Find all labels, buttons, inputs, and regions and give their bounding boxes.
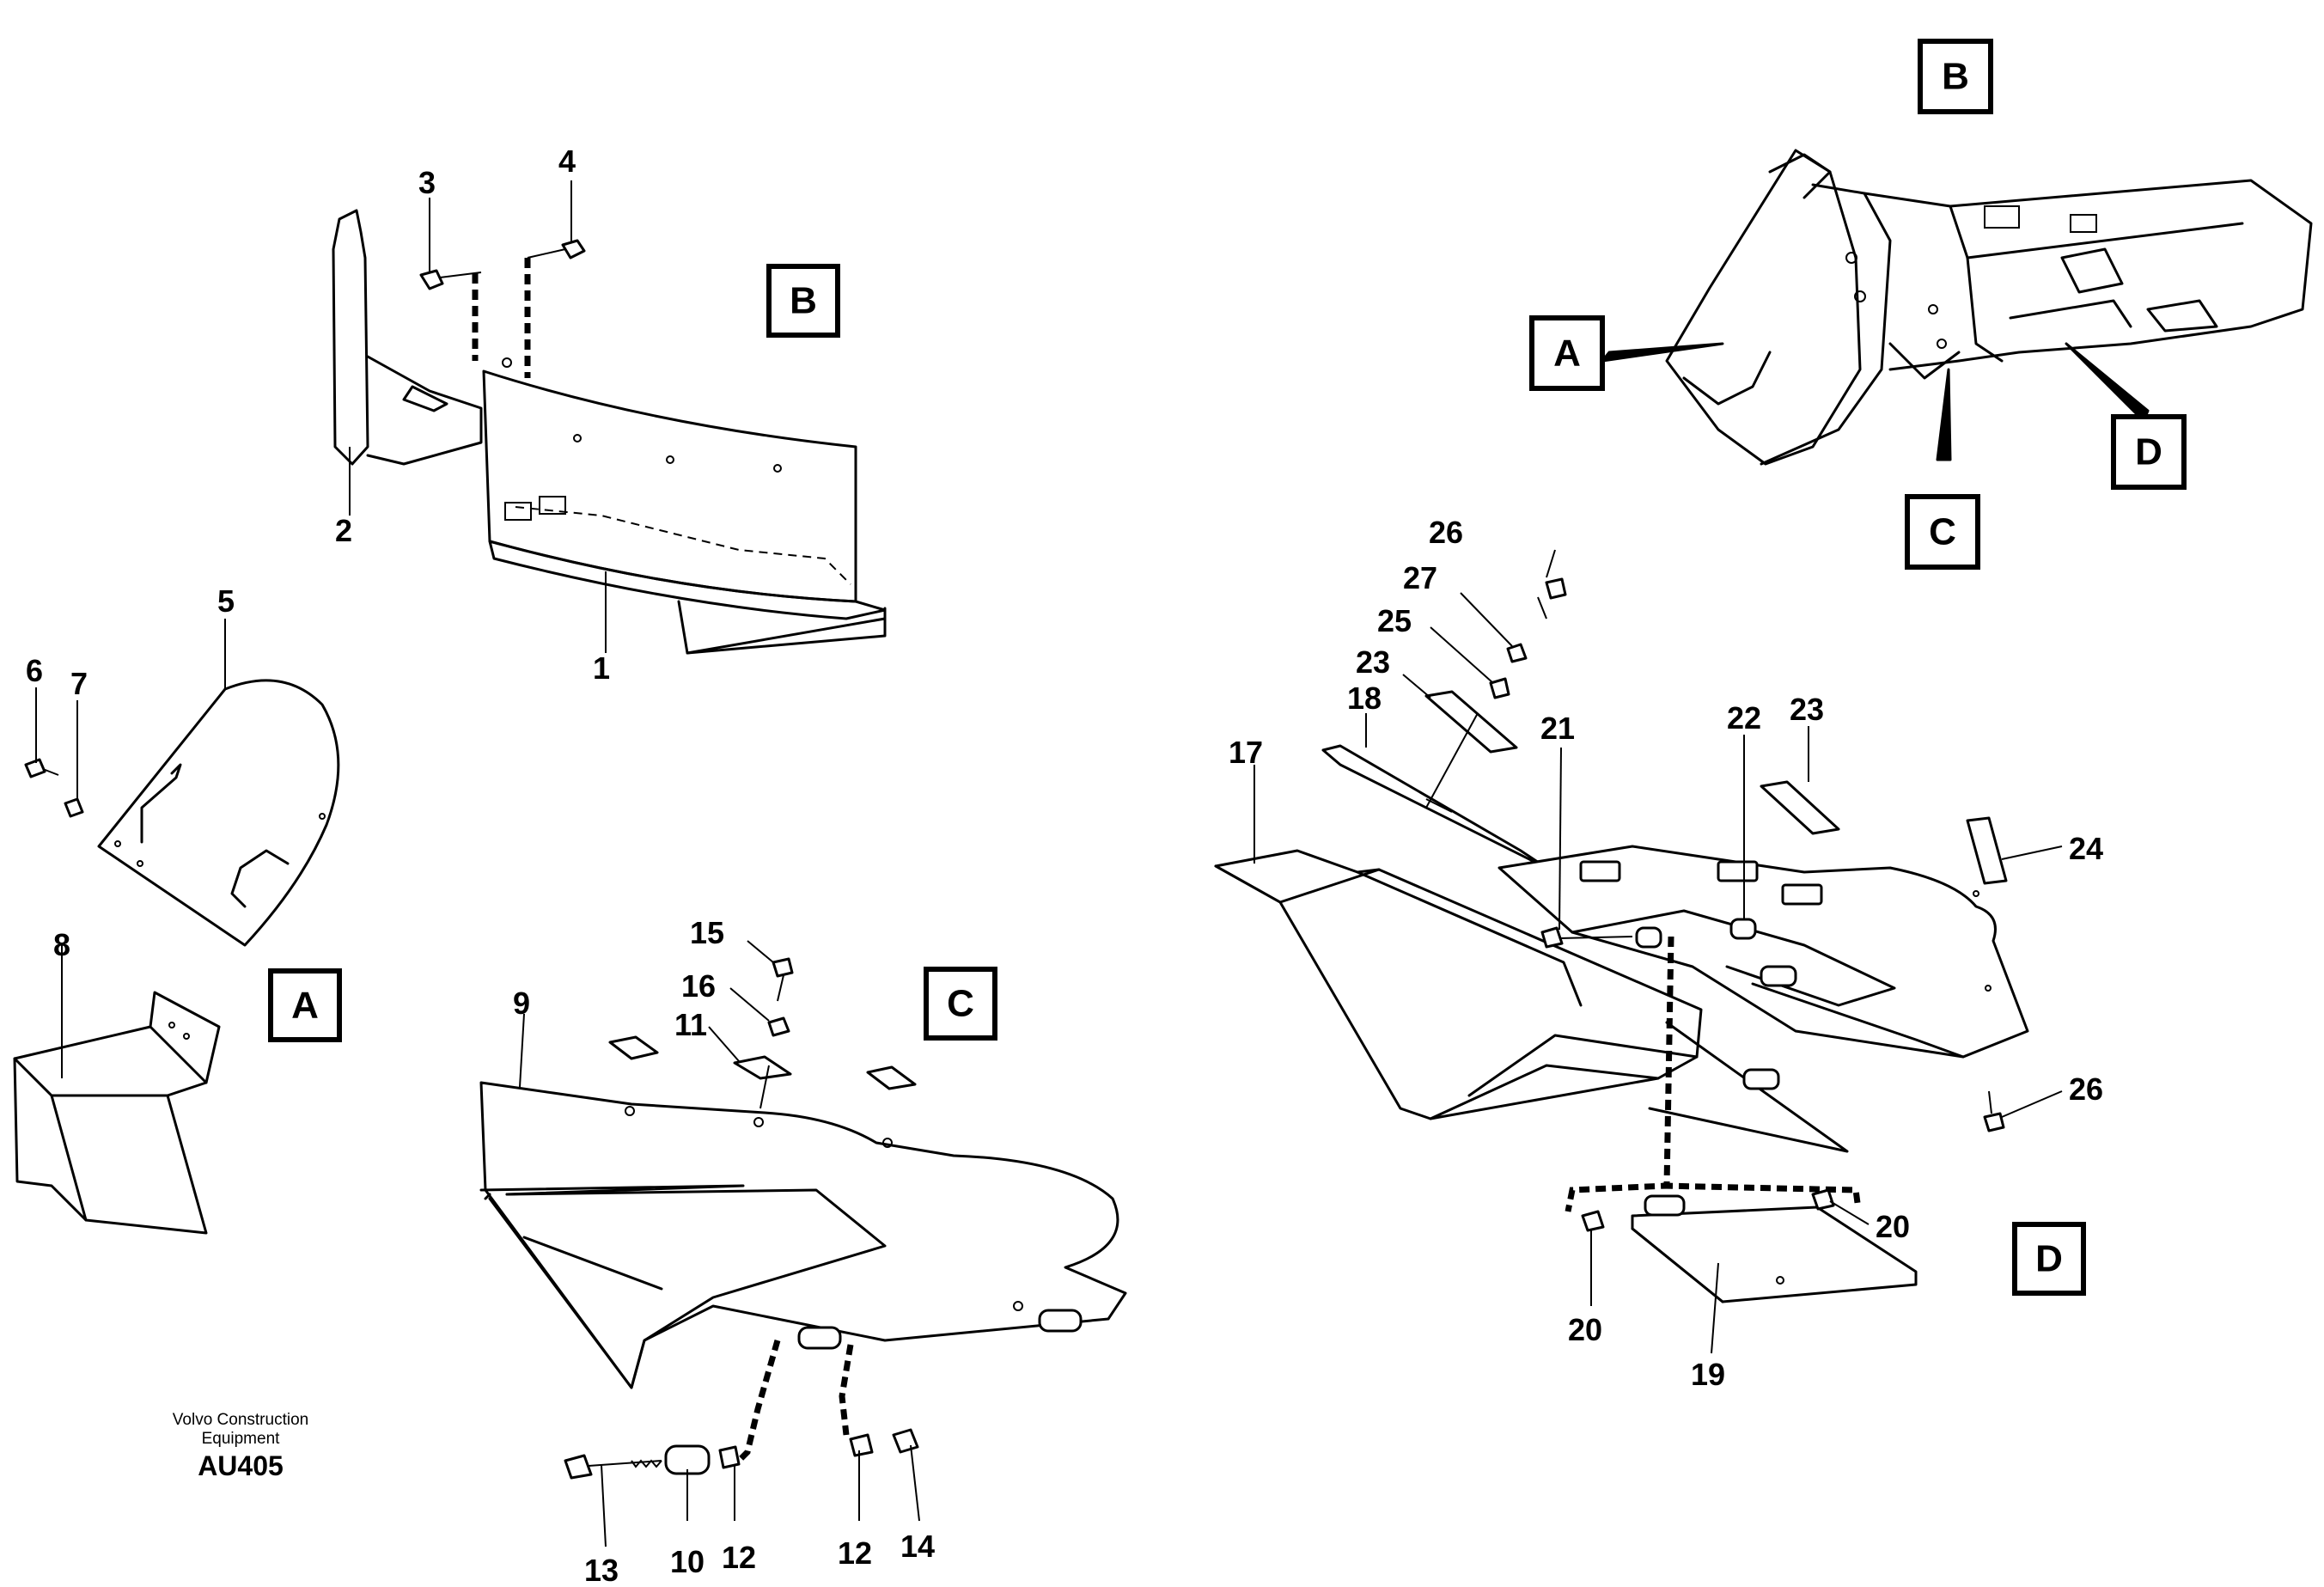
bolt-part-21 <box>1540 926 1564 949</box>
bracket-part-8 <box>13 991 221 1235</box>
callout-23-right: 23 <box>1790 692 1824 727</box>
callout-15: 15 <box>690 915 724 950</box>
nut-part-12-left <box>718 1445 741 1469</box>
callout-3: 3 <box>418 165 436 200</box>
plate-part-23-right <box>1760 780 1840 835</box>
machine-frame <box>1665 149 2313 466</box>
credit-company-line2: Equipment <box>201 1430 280 1448</box>
locator-c-label: C <box>1929 511 1956 553</box>
plate-part-23-left <box>1424 690 1518 754</box>
view-b-assembly <box>332 209 887 655</box>
callout-26-bottom: 26 <box>2069 1071 2103 1107</box>
callout-22: 22 <box>1727 700 1761 736</box>
locator-a-label: A <box>1553 333 1581 375</box>
callout-17: 17 <box>1229 735 1263 770</box>
callout-6: 6 <box>26 653 43 688</box>
nut-part-14 <box>892 1428 919 1454</box>
nut-part-12-right <box>849 1433 874 1457</box>
view-d-detail-box <box>2012 1222 2086 1296</box>
callout-2: 2 <box>335 513 352 548</box>
locator-d-box <box>2111 414 2187 490</box>
callout-27: 27 <box>1403 560 1437 595</box>
view-b-frame-label: B <box>1942 56 1969 98</box>
nut-part-20-right <box>1811 1188 1835 1211</box>
bracket-plate <box>366 355 483 466</box>
callout-12b: 12 <box>838 1535 872 1571</box>
callout-1: 1 <box>593 650 610 686</box>
bracket-part-2 <box>332 209 369 466</box>
bolt-part-26-bottom <box>1983 1112 2005 1132</box>
spacer-part-22 <box>1729 918 1757 940</box>
guard-part-17 <box>1214 849 1849 1153</box>
spacer-part-25 <box>1489 677 1510 699</box>
view-a-detail-box <box>268 968 342 1042</box>
bolt-part-26-top <box>1545 577 1567 600</box>
callout-16: 16 <box>681 968 716 1004</box>
callout-11: 11 <box>674 1007 707 1042</box>
plate-part-11 <box>733 1055 792 1080</box>
callout-12a: 12 <box>722 1540 756 1575</box>
bolt-part-3 <box>419 269 444 290</box>
locator-d-label: D <box>2135 431 2162 473</box>
callout-10: 10 <box>670 1544 705 1579</box>
view-b-detail-label: B <box>790 280 817 322</box>
view-c-detail-label: C <box>947 983 974 1025</box>
cover-part-9 <box>479 957 1127 1480</box>
bolt-part-15 <box>772 957 794 978</box>
callout-20-right: 20 <box>1876 1209 1910 1244</box>
callout-7: 7 <box>70 666 88 701</box>
view-b-detail-box <box>766 264 840 338</box>
callout-25: 25 <box>1377 603 1412 638</box>
view-b-frame-box <box>1918 39 1993 114</box>
bolt-part-6 <box>24 758 46 778</box>
credit-drawing-code: AU405 <box>198 1450 284 1481</box>
nut-part-4 <box>561 239 586 259</box>
locator-c-box <box>1905 494 1980 570</box>
callout-23-left: 23 <box>1356 644 1390 680</box>
washer-part-16 <box>767 1016 790 1037</box>
view-c-detail-box <box>924 967 997 1041</box>
locator-a-box <box>1529 315 1605 391</box>
callout-19: 19 <box>1691 1357 1725 1392</box>
callout-21: 21 <box>1540 711 1575 746</box>
shield-part-5 <box>24 679 340 947</box>
washer-part-27 <box>1506 643 1528 663</box>
view-d-detail-label: D <box>2035 1238 2063 1280</box>
callout-13: 13 <box>584 1553 619 1587</box>
guard-plate-part-1 <box>482 369 857 603</box>
callout-5: 5 <box>217 583 235 619</box>
callout-8: 8 <box>53 927 70 962</box>
callout-24: 24 <box>2069 831 2103 866</box>
view-a-detail-label: A <box>291 985 319 1027</box>
callout-9: 9 <box>513 986 530 1021</box>
plate-part-19 <box>1631 1194 1918 1303</box>
callout-20-left: 20 <box>1568 1312 1602 1347</box>
nut-part-20-left <box>1581 1210 1605 1232</box>
washer-part-7 <box>64 797 84 818</box>
callout-4: 4 <box>558 143 576 179</box>
callout-18: 18 <box>1347 681 1382 716</box>
callout-14: 14 <box>900 1529 935 1564</box>
plate-part-18 <box>1321 744 1548 870</box>
cover-part-upper <box>1497 845 2029 1059</box>
plate-part-24 <box>1966 816 2008 885</box>
credit-company-line1: Volvo Construction <box>172 1411 309 1429</box>
callout-26-top: 26 <box>1429 515 1463 550</box>
bolt-part-13 <box>564 1454 593 1480</box>
